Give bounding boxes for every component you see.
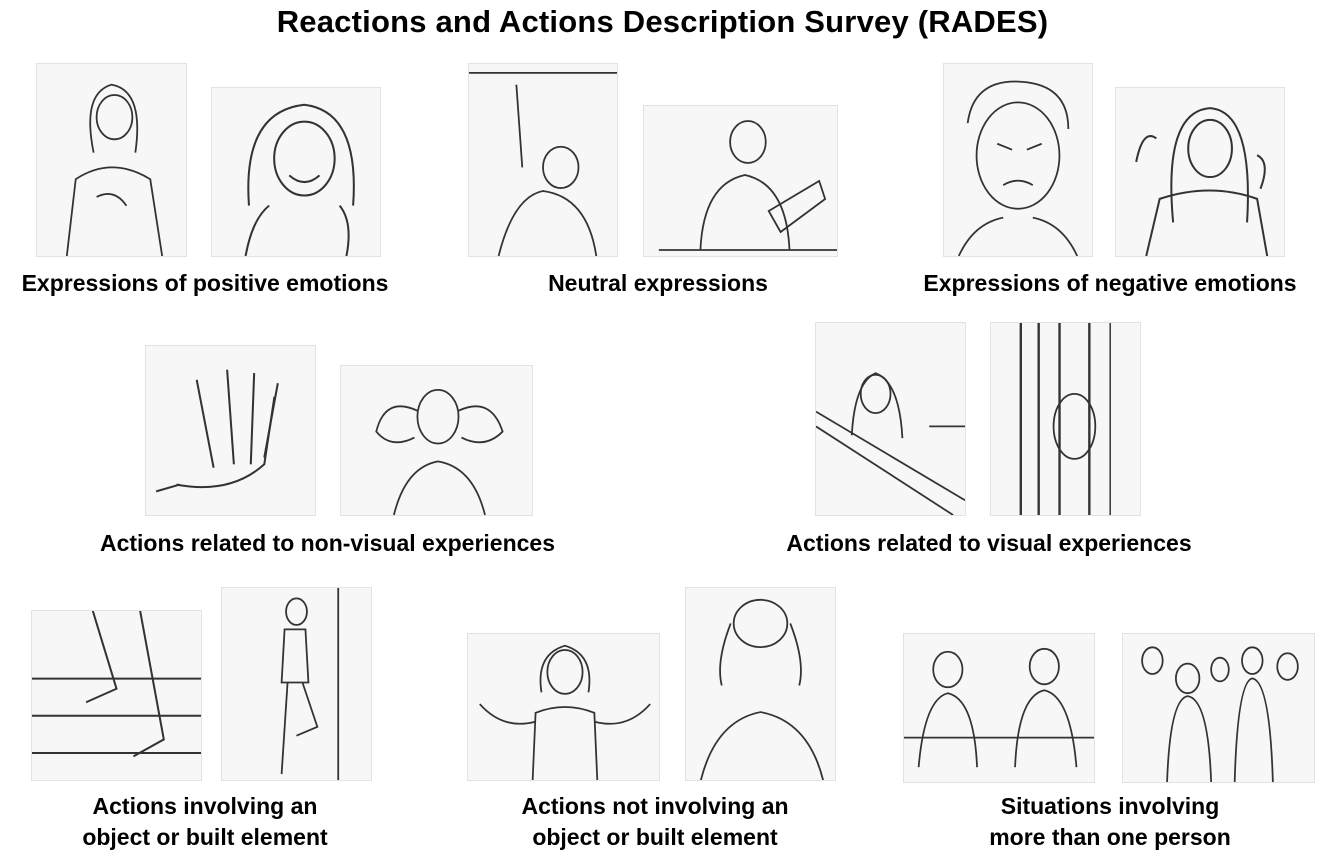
photo-feet-on-steps bbox=[31, 610, 202, 781]
caption-neutral-expressions: Neutral expressions bbox=[548, 270, 768, 296]
caption-negative-emotions: Expressions of negative emotions bbox=[923, 270, 1297, 296]
caption-with-object-line1: Actions involving an bbox=[92, 793, 318, 819]
caption-multiple-people-line2: more than one person bbox=[989, 824, 1231, 850]
photo-girl-shrugging bbox=[467, 633, 660, 781]
photo-girl-smiling-eyes-closed bbox=[36, 63, 187, 257]
caption-multiple-people-line1: Situations involving bbox=[1000, 793, 1220, 819]
caption-without-object-line1: Actions not involving an bbox=[521, 793, 789, 819]
caption-visual-experiences: Actions related to visual experiences bbox=[786, 530, 1192, 556]
caption-positive-emotions: Expressions of positive emotions bbox=[21, 270, 389, 296]
photo-man-hands-over-ears bbox=[340, 365, 533, 516]
photo-person-leaning-on-wall bbox=[221, 587, 372, 781]
caption-without-object-line2: object or built element bbox=[532, 824, 778, 850]
photo-man-reading-book bbox=[643, 105, 838, 257]
photo-group-of-people bbox=[1122, 633, 1315, 783]
photo-girl-peeking-through-door bbox=[990, 322, 1141, 516]
photo-man-grimacing bbox=[943, 63, 1093, 257]
photo-man-reaching-up bbox=[468, 63, 618, 257]
photo-two-men-talking bbox=[903, 633, 1095, 783]
photo-girl-disgusted bbox=[1115, 87, 1285, 257]
caption-non-visual-experiences: Actions related to non-visual experience… bbox=[99, 530, 556, 556]
caption-with-object-line2: object or built element bbox=[82, 824, 328, 850]
photo-hand-touching-wall bbox=[145, 345, 316, 516]
photo-girl-peeking-over-ledge bbox=[815, 322, 966, 516]
photo-man-hands-on-head bbox=[685, 587, 836, 781]
photo-girl-laughing bbox=[211, 87, 381, 257]
figure-title: Reactions and Actions Description Survey… bbox=[276, 4, 1049, 39]
